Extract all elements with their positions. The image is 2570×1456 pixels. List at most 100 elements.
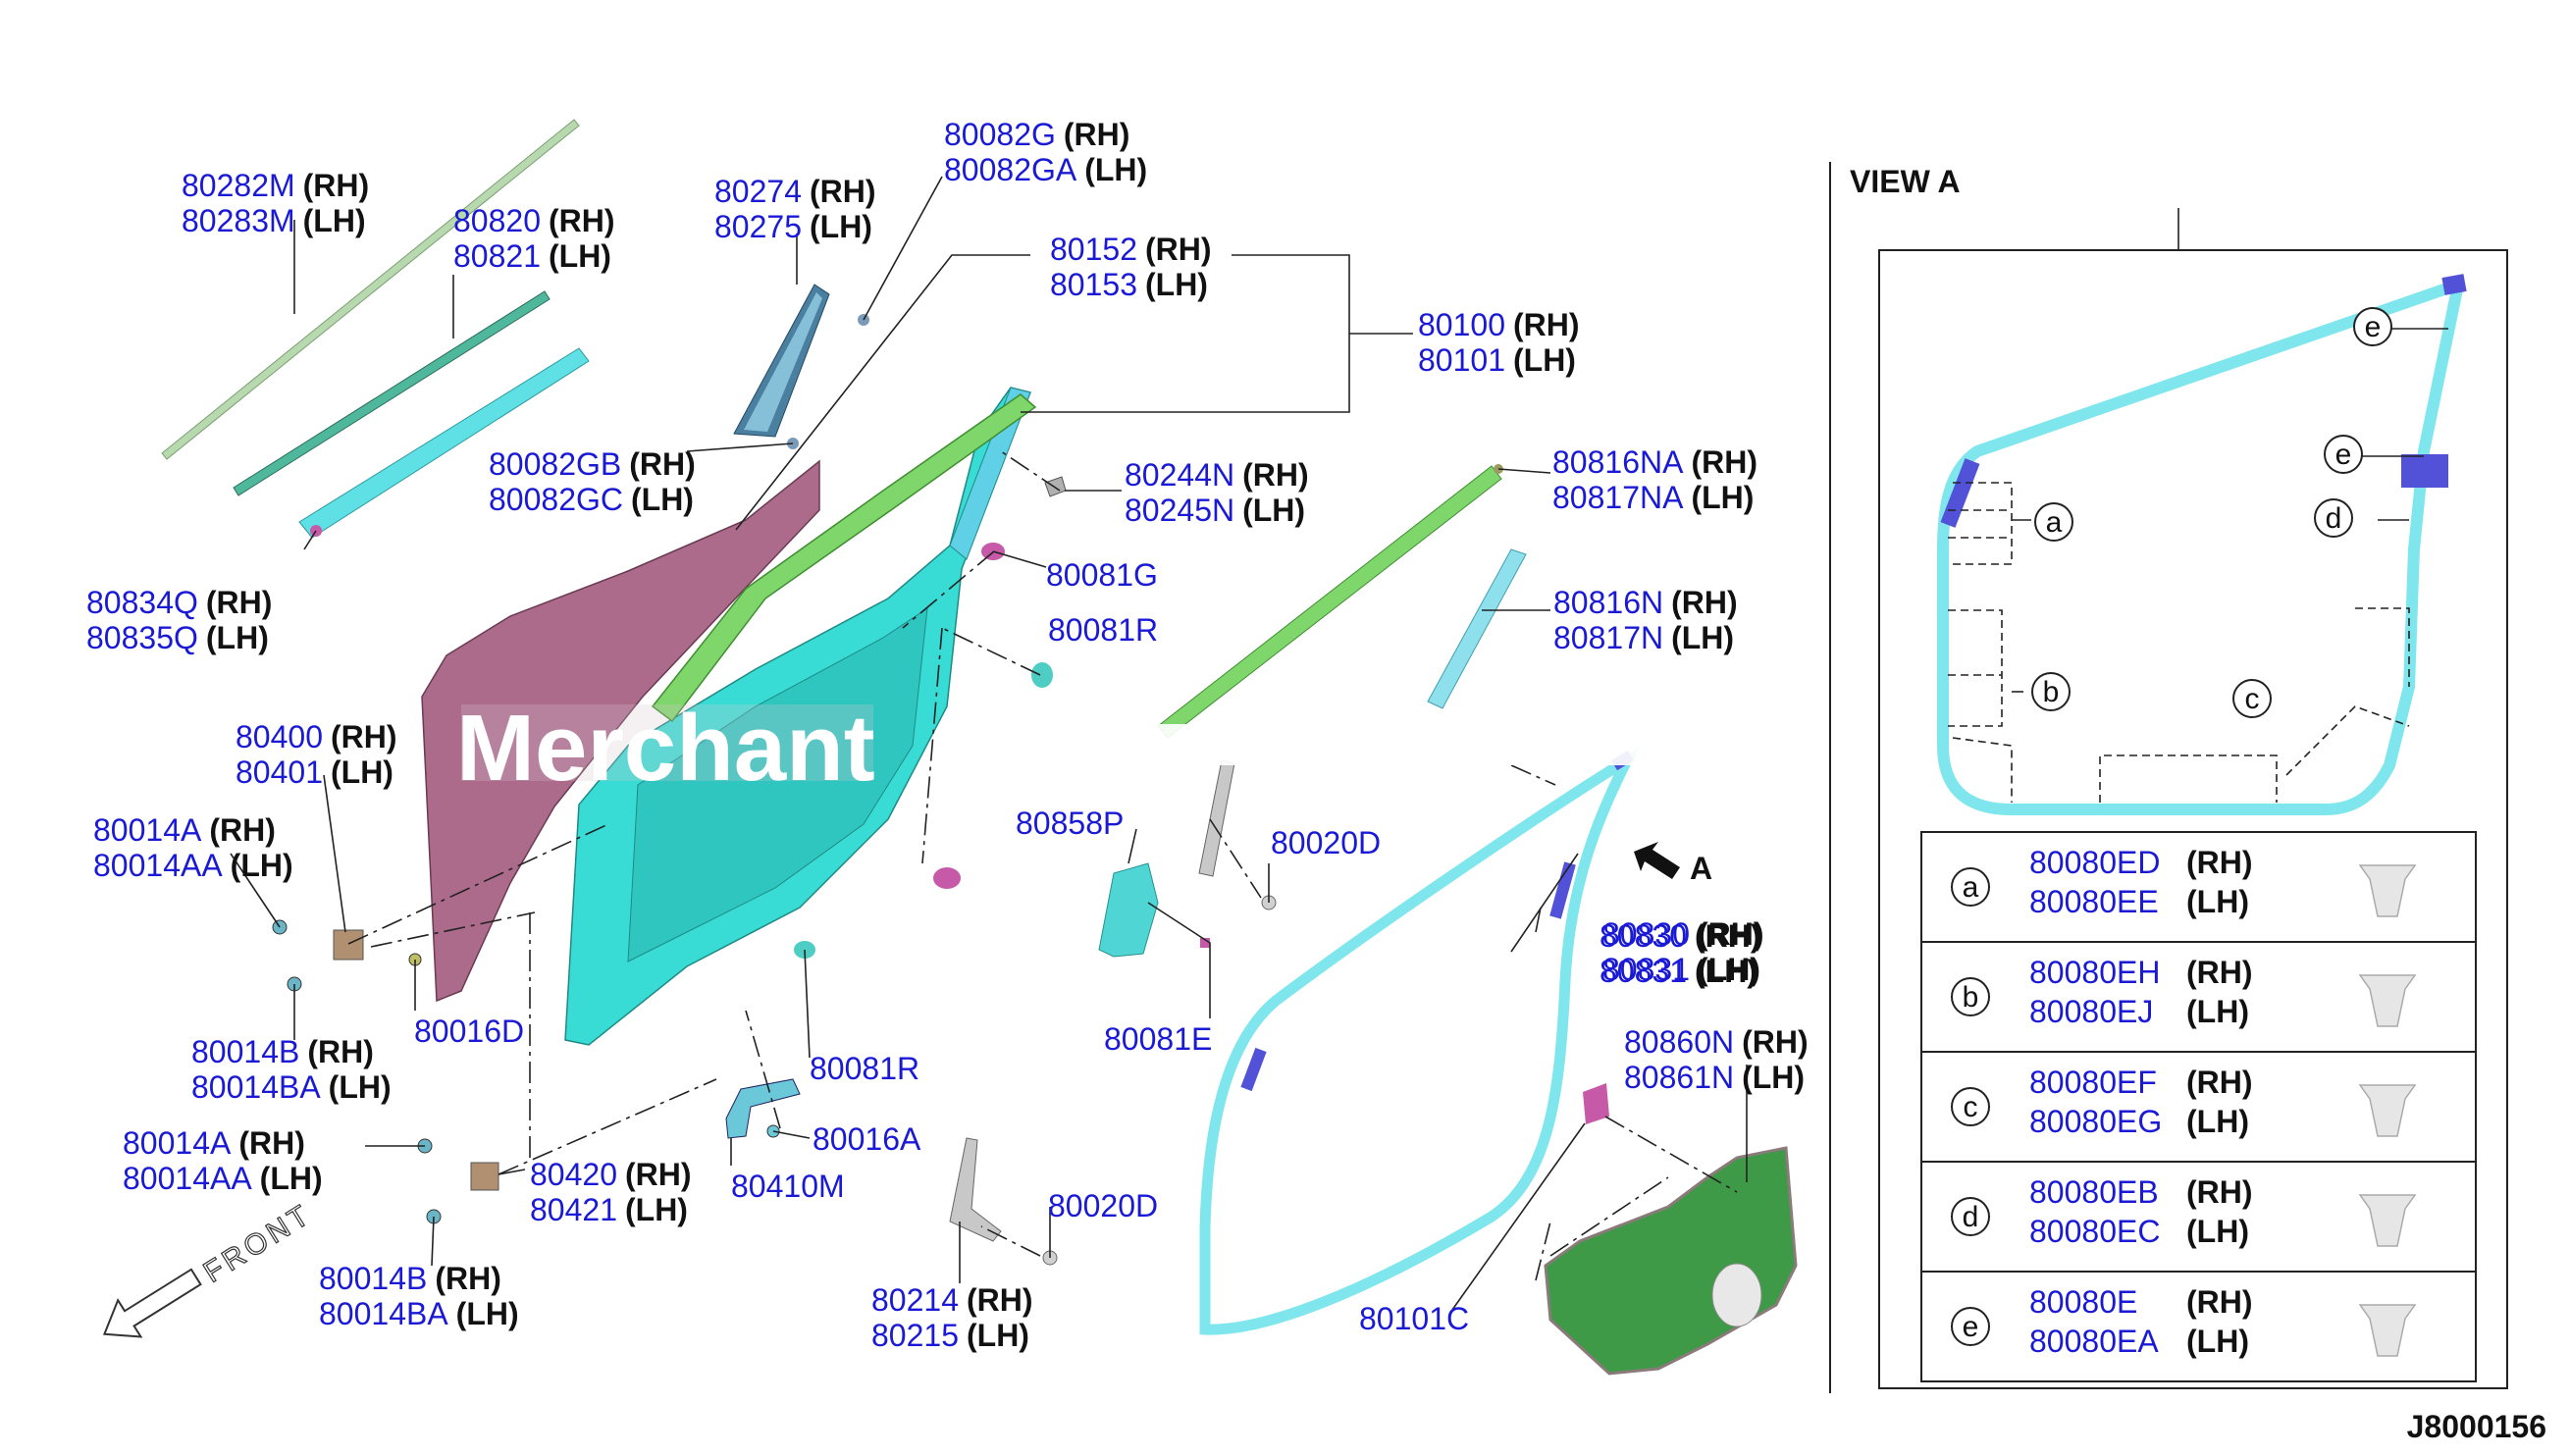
part-number: 80081R <box>1048 612 1158 648</box>
side-tag: (RH) <box>307 1034 374 1069</box>
side-tag: (RH) <box>967 1282 1033 1318</box>
hinge-lower <box>470 1162 499 1191</box>
watermark-text: Merchant <box>456 696 875 801</box>
part-number: 80283M <box>182 203 295 238</box>
part-number: 80816NA <box>1552 444 1684 480</box>
part-label: 80214(RH)80215(LH) <box>871 1282 1033 1353</box>
door-frame-weatherstrip <box>651 393 1037 723</box>
side-tag: (LH) <box>331 754 393 790</box>
side-tag: (RH) <box>1698 916 1764 952</box>
part-label: 80014B(RH)80014BA(LH) <box>319 1261 519 1331</box>
part-number: 80014BA <box>191 1069 321 1105</box>
marker-letter: b <box>2043 676 2060 708</box>
marker-letter: d <box>2326 502 2342 535</box>
part-label: 80860N(RH)80861N(LH) <box>1624 1024 1809 1095</box>
part-number: 80861N <box>1624 1060 1734 1095</box>
side-tag: (RH) <box>549 203 615 238</box>
side-tag: (RH) <box>1064 117 1130 152</box>
legend-letter: c <box>1964 1091 1978 1123</box>
part-number: 80081E <box>1104 1021 1212 1057</box>
side-tag: (RH) <box>1242 457 1309 493</box>
check-link-80410m <box>725 1078 801 1139</box>
door-outer-panel <box>421 459 820 1003</box>
marker-letter: e <box>2365 311 2382 343</box>
body-weatherstrip-blue-upper <box>1240 1047 1267 1092</box>
part-number: 80820 <box>453 203 541 238</box>
door-strip-80816n <box>1427 548 1527 709</box>
side-tag: (RH) <box>1695 918 1761 954</box>
side-tag: (LH) <box>1695 954 1757 989</box>
side-tag: (RH) <box>1513 307 1580 342</box>
part-number: 80020D <box>1048 1188 1158 1223</box>
view-arrow-label: A <box>1690 851 1712 886</box>
side-tag: (LH) <box>549 238 611 274</box>
part-number: 80421 <box>530 1192 617 1227</box>
part-label: 80014A(RH)80014AA(LH) <box>93 812 293 883</box>
legend-rh-side: (RH) <box>2186 1284 2253 1320</box>
part-number: 80014BA <box>319 1296 448 1331</box>
clip-80081e <box>1200 938 1210 948</box>
part-label: 80081R <box>810 1051 919 1086</box>
part-label: 80020D <box>1048 1188 1158 1223</box>
side-tag: (RH) <box>209 812 276 848</box>
part-number: 80101C <box>1359 1301 1469 1336</box>
body-weatherstrip-blue-mid <box>1549 861 1576 919</box>
part-label: 80244N(RH)80245N(LH) <box>1125 457 1309 528</box>
clip-icon <box>2358 864 2417 917</box>
part-number: 80082GC <box>489 482 623 517</box>
side-tag: (LH) <box>1698 952 1760 987</box>
part-number-labels: 80282M(RH)80283M(LH)80820(RH)80821(LH)80… <box>86 117 1809 1353</box>
part-number: 80016A <box>813 1121 921 1157</box>
body-side-weatherstrip <box>1199 746 1641 1335</box>
part-label: 80082GB(RH)80082GC(LH) <box>489 446 696 517</box>
view-a-blue-clip <box>2401 454 2448 488</box>
part-label: 80830(RH)80831(LH) <box>1602 916 1764 987</box>
marker-circle <box>2034 502 2073 542</box>
side-tag: (RH) <box>303 168 370 203</box>
clip-icon <box>2358 1304 2417 1357</box>
legend-lh-part: 80080EE <box>2029 884 2159 919</box>
legend-letter: b <box>1963 981 1979 1014</box>
bracket-80244n <box>1044 476 1067 497</box>
view-a-blue-corner <box>1940 458 1980 528</box>
part-number: 80860N <box>1624 1024 1734 1060</box>
part-number: 80082GB <box>489 446 621 482</box>
legend-lh-side: (LH) <box>2186 1324 2249 1359</box>
front-label: FRONT <box>198 1198 318 1289</box>
side-tag: (RH) <box>206 585 273 620</box>
part-number: 80410M <box>731 1169 845 1204</box>
legend-rh-part: 80080ED <box>2029 845 2160 880</box>
assembly-lines <box>347 450 1738 1281</box>
side-tag: (LH) <box>329 1069 392 1105</box>
legend-lh-side: (LH) <box>2186 1104 2249 1139</box>
legend-row-box <box>1920 1271 2477 1382</box>
watermark: Merchant <box>456 696 2570 801</box>
part-number: 80274 <box>714 174 802 209</box>
part-number: 80834Q <box>86 585 198 620</box>
view-marker-e: e <box>2353 307 2392 346</box>
part-number: 80214 <box>871 1282 959 1318</box>
part-label: 80016D <box>414 1014 524 1049</box>
legend-lh-side: (LH) <box>2186 1214 2249 1249</box>
side-tag: (LH) <box>1084 152 1147 187</box>
part-label: 80858P <box>1016 806 1124 841</box>
side-tag: (LH) <box>810 209 872 244</box>
side-tag: (RH) <box>629 446 696 482</box>
hinge-upper <box>333 929 364 961</box>
side-tag: (LH) <box>1742 1060 1805 1095</box>
part-number: 80014AA <box>123 1161 252 1196</box>
hole-plug-pink-lower <box>933 867 961 889</box>
part-label: 80014A(RH)80014AA(LH) <box>123 1125 323 1196</box>
view-marker-d: d <box>2314 498 2353 538</box>
part-number: 80215 <box>871 1318 959 1353</box>
part-number: 80014A <box>93 812 202 848</box>
side-tag: (LH) <box>260 1161 323 1196</box>
part-number: 80282M <box>182 168 295 203</box>
part-label: 80152(RH)80153(LH) <box>1050 232 1212 302</box>
side-tag: (RH) <box>435 1261 501 1296</box>
legend-rh-part: 80080E <box>2029 1284 2137 1320</box>
